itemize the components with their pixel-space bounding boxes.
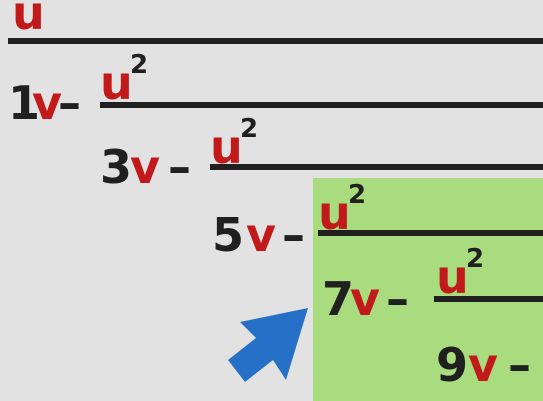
fraction-bar-4 bbox=[434, 296, 543, 302]
top-numerator: u bbox=[12, 0, 45, 40]
arrow-shape bbox=[228, 308, 308, 382]
minus-9: – bbox=[508, 338, 531, 392]
minus-5: – bbox=[282, 208, 305, 262]
highlight-box bbox=[313, 178, 543, 401]
numerator-u-7: u bbox=[436, 250, 469, 304]
exponent-1: 2 bbox=[130, 50, 149, 80]
variable-v-7: v bbox=[350, 272, 380, 326]
variable-v-3: v bbox=[130, 140, 160, 194]
minus-7: – bbox=[386, 272, 409, 326]
fraction-bar-2 bbox=[210, 164, 543, 170]
fraction-bar-0 bbox=[8, 38, 543, 44]
exponent-3: 2 bbox=[240, 114, 259, 144]
variable-v-9: v bbox=[468, 338, 498, 392]
coefficient-1: 1 bbox=[8, 76, 41, 130]
numerator-u-5: u bbox=[318, 186, 351, 240]
exponent-5: 2 bbox=[348, 180, 367, 210]
numerator-u-1: u bbox=[100, 56, 133, 110]
minus-1: – bbox=[58, 76, 81, 130]
coefficient-5: 5 bbox=[212, 208, 245, 262]
coefficient-3: 3 bbox=[100, 140, 133, 194]
minus-3: – bbox=[168, 140, 191, 194]
variable-v-5: v bbox=[246, 208, 276, 262]
variable-v-1: v bbox=[32, 76, 62, 130]
coefficient-9: 9 bbox=[436, 338, 469, 392]
numerator-u-3: u bbox=[210, 120, 243, 174]
coefficient-7: 7 bbox=[322, 272, 355, 326]
exponent-7: 2 bbox=[466, 244, 485, 274]
fraction-bar-3 bbox=[318, 230, 543, 236]
fraction-bar-1 bbox=[100, 102, 543, 108]
arrow-icon bbox=[228, 308, 308, 382]
